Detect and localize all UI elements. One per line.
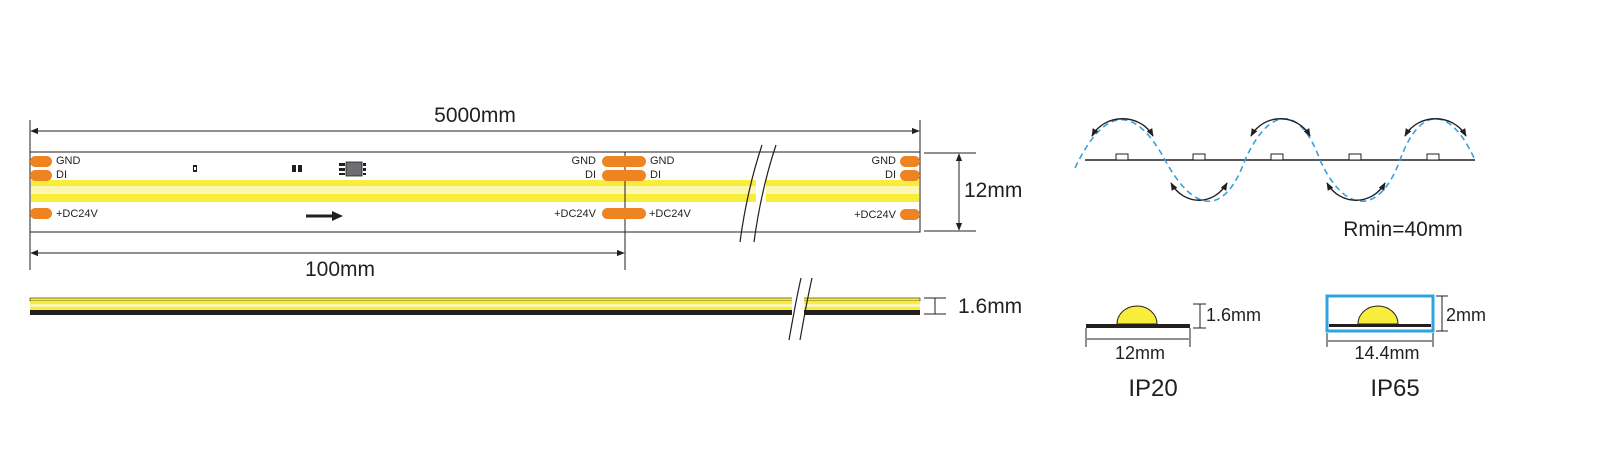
data-direction-arrow-icon [306, 211, 343, 221]
ip20-pcb [1086, 324, 1190, 328]
bending-diagram: Rmin=40mm [1074, 118, 1476, 241]
strip-side-view: 1.6mm [29, 277, 1022, 341]
ip20-title: IP20 [1128, 375, 1177, 402]
pad-label-power-cut-left: +DC24V [554, 208, 597, 220]
pad-power-left [30, 208, 52, 219]
pad-power-right [900, 209, 920, 220]
side-break-line-b [799, 277, 813, 341]
ip65-width-label: 14.4mm [1354, 343, 1419, 363]
ic-chip-component [339, 161, 366, 177]
pad-label-di-cut-right: DI [650, 169, 661, 181]
bend-radius-label: Rmin=40mm [1343, 218, 1463, 241]
pad-label-gnd-left: GND [56, 155, 81, 167]
pad-power-mid [602, 208, 646, 219]
cut-length-dimension: 100mm [29, 232, 626, 281]
strip-break-mark [739, 144, 777, 243]
cob-light-highlight [31, 186, 756, 194]
solder-pads [30, 156, 920, 220]
pad-label-di-left: DI [56, 169, 67, 181]
pad-gnd-left [30, 156, 52, 167]
pad-gnd-mid [602, 156, 646, 167]
pad-label-power-left: +DC24V [56, 208, 99, 220]
bend-led-chips [1115, 153, 1440, 161]
resistor-component [193, 165, 197, 172]
width-label: 12mm [964, 179, 1022, 202]
width-dimension: 12mm [924, 152, 1022, 232]
strip-outline-left [29, 151, 778, 233]
ip65-title: IP65 [1370, 375, 1419, 402]
capacitor-component [292, 165, 302, 172]
length-dimension: 5000mm [29, 104, 921, 152]
ip20-profile: 12mm 1.6mm IP20 [1085, 303, 1261, 402]
side-break-gap [792, 296, 804, 318]
ip65-phosphor-dome [1357, 305, 1399, 325]
side-light-highlight [30, 304, 920, 307]
strip-outline-right [764, 151, 921, 233]
pad-di-right [900, 170, 920, 181]
pad-label-di-right: DI [885, 169, 896, 181]
pad-labels: GND DI +DC24V GND DI +DC24V GND DI +DC24… [56, 155, 897, 221]
thickness-dimension: 1.6mm [924, 295, 1022, 318]
ip65-profile: 14.4mm 2mm IP65 [1325, 294, 1486, 402]
cut-length-label: 100mm [305, 258, 375, 281]
ip20-height-label: 1.6mm [1206, 305, 1261, 325]
side-break-line-a [788, 277, 802, 341]
pad-label-power-right: +DC24V [854, 209, 897, 221]
pad-di-mid [602, 170, 646, 181]
pad-label-power-cut-right: +DC24V [649, 208, 692, 220]
pad-label-gnd-right: GND [872, 155, 897, 167]
pad-label-gnd-cut-left: GND [572, 155, 597, 167]
total-length-label: 5000mm [434, 104, 516, 127]
pad-gnd-right [900, 156, 920, 167]
side-pcb-layer [30, 310, 920, 315]
ip20-phosphor-dome [1116, 305, 1158, 325]
cob-light-highlight-right [766, 186, 919, 194]
thickness-label: 1.6mm [958, 295, 1022, 318]
strip-top-view: 5000mm GN [29, 104, 1022, 281]
side-top-edge [29, 297, 921, 302]
pad-label-di-cut-left: DI [585, 169, 596, 181]
ip65-height-label: 2mm [1446, 305, 1486, 325]
bend-arrows [1091, 118, 1467, 201]
ip65-pcb [1329, 324, 1431, 327]
ip20-width-label: 12mm [1115, 343, 1165, 363]
pad-di-left [30, 170, 52, 181]
pad-label-gnd-cut-right: GND [650, 155, 675, 167]
